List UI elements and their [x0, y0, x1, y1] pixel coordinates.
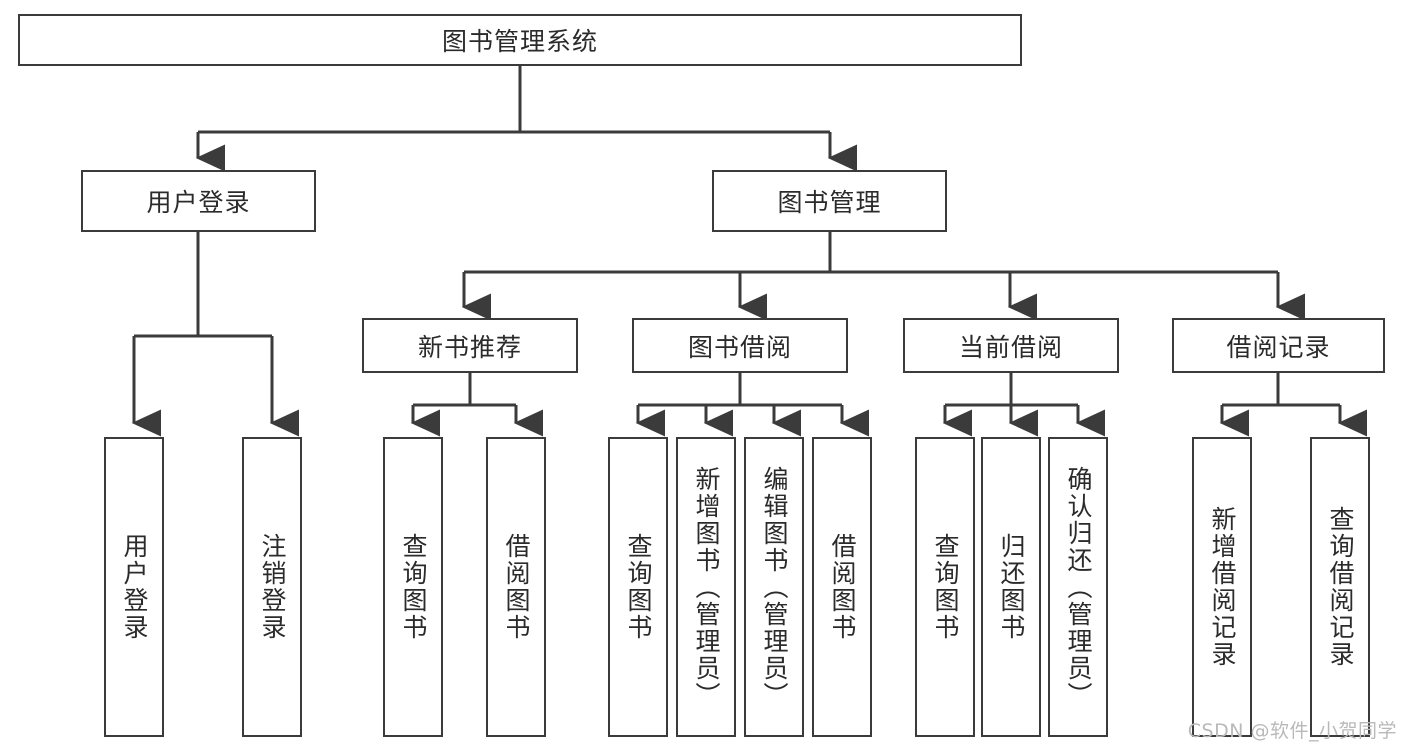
leaf-borrow-book[interactable]: 借阅图书: [812, 437, 872, 737]
node-label: 新增借阅记录: [1208, 506, 1237, 668]
leaf-query-book-current[interactable]: 查询图书: [915, 437, 975, 737]
node-label: 查询图书: [931, 533, 960, 641]
node-root-system[interactable]: 图书管理系统: [18, 14, 1022, 66]
node-label: 确认归还（管理员）: [1064, 465, 1093, 709]
node-label: 编辑图书（管理员）: [760, 465, 789, 709]
node-label: 用户登录: [146, 188, 251, 217]
leaf-add-borrow-record[interactable]: 新增借阅记录: [1192, 437, 1252, 737]
leaf-borrow-book-recommend[interactable]: 借阅图书: [486, 437, 546, 737]
node-label: 图书借阅: [687, 332, 792, 362]
node-label: 图书管理系统: [441, 27, 598, 56]
node-book-borrow[interactable]: 图书借阅: [632, 318, 848, 373]
node-new-book-recommend[interactable]: 新书推荐: [362, 318, 578, 373]
node-label: 图书管理: [777, 188, 882, 217]
leaf-confirm-return-admin[interactable]: 确认归还（管理员）: [1048, 437, 1108, 737]
leaf-query-book-recommend[interactable]: 查询图书: [383, 437, 443, 737]
node-label: 借阅记录: [1226, 332, 1331, 362]
node-label: 查询借阅记录: [1326, 506, 1355, 668]
node-label: 借阅图书: [502, 533, 531, 641]
leaf-logout[interactable]: 注销登录: [242, 437, 302, 737]
node-book-management[interactable]: 图书管理: [712, 170, 947, 232]
node-label: 新增图书（管理员）: [692, 465, 721, 709]
node-label: 用户登录: [120, 533, 149, 641]
leaf-query-borrow-record[interactable]: 查询借阅记录: [1310, 437, 1370, 737]
node-label: 查询图书: [624, 533, 653, 641]
node-borrow-record[interactable]: 借阅记录: [1172, 318, 1385, 373]
leaf-query-book-borrow[interactable]: 查询图书: [608, 437, 668, 737]
leaf-add-book-admin[interactable]: 新增图书（管理员）: [676, 437, 736, 737]
node-label: 查询图书: [399, 533, 428, 641]
node-label: 借阅图书: [828, 533, 857, 641]
leaf-return-book[interactable]: 归还图书: [981, 437, 1041, 737]
node-label: 新书推荐: [417, 332, 522, 362]
node-label: 归还图书: [997, 533, 1026, 641]
leaf-edit-book-admin[interactable]: 编辑图书（管理员）: [744, 437, 804, 737]
node-current-borrow[interactable]: 当前借阅: [903, 318, 1119, 373]
watermark-text: CSDN @软件_小贺同学: [1187, 720, 1397, 742]
node-label: 注销登录: [258, 533, 287, 641]
leaf-user-login[interactable]: 用户登录: [104, 437, 164, 737]
node-user-login[interactable]: 用户登录: [81, 170, 316, 232]
node-label: 当前借阅: [958, 332, 1063, 362]
